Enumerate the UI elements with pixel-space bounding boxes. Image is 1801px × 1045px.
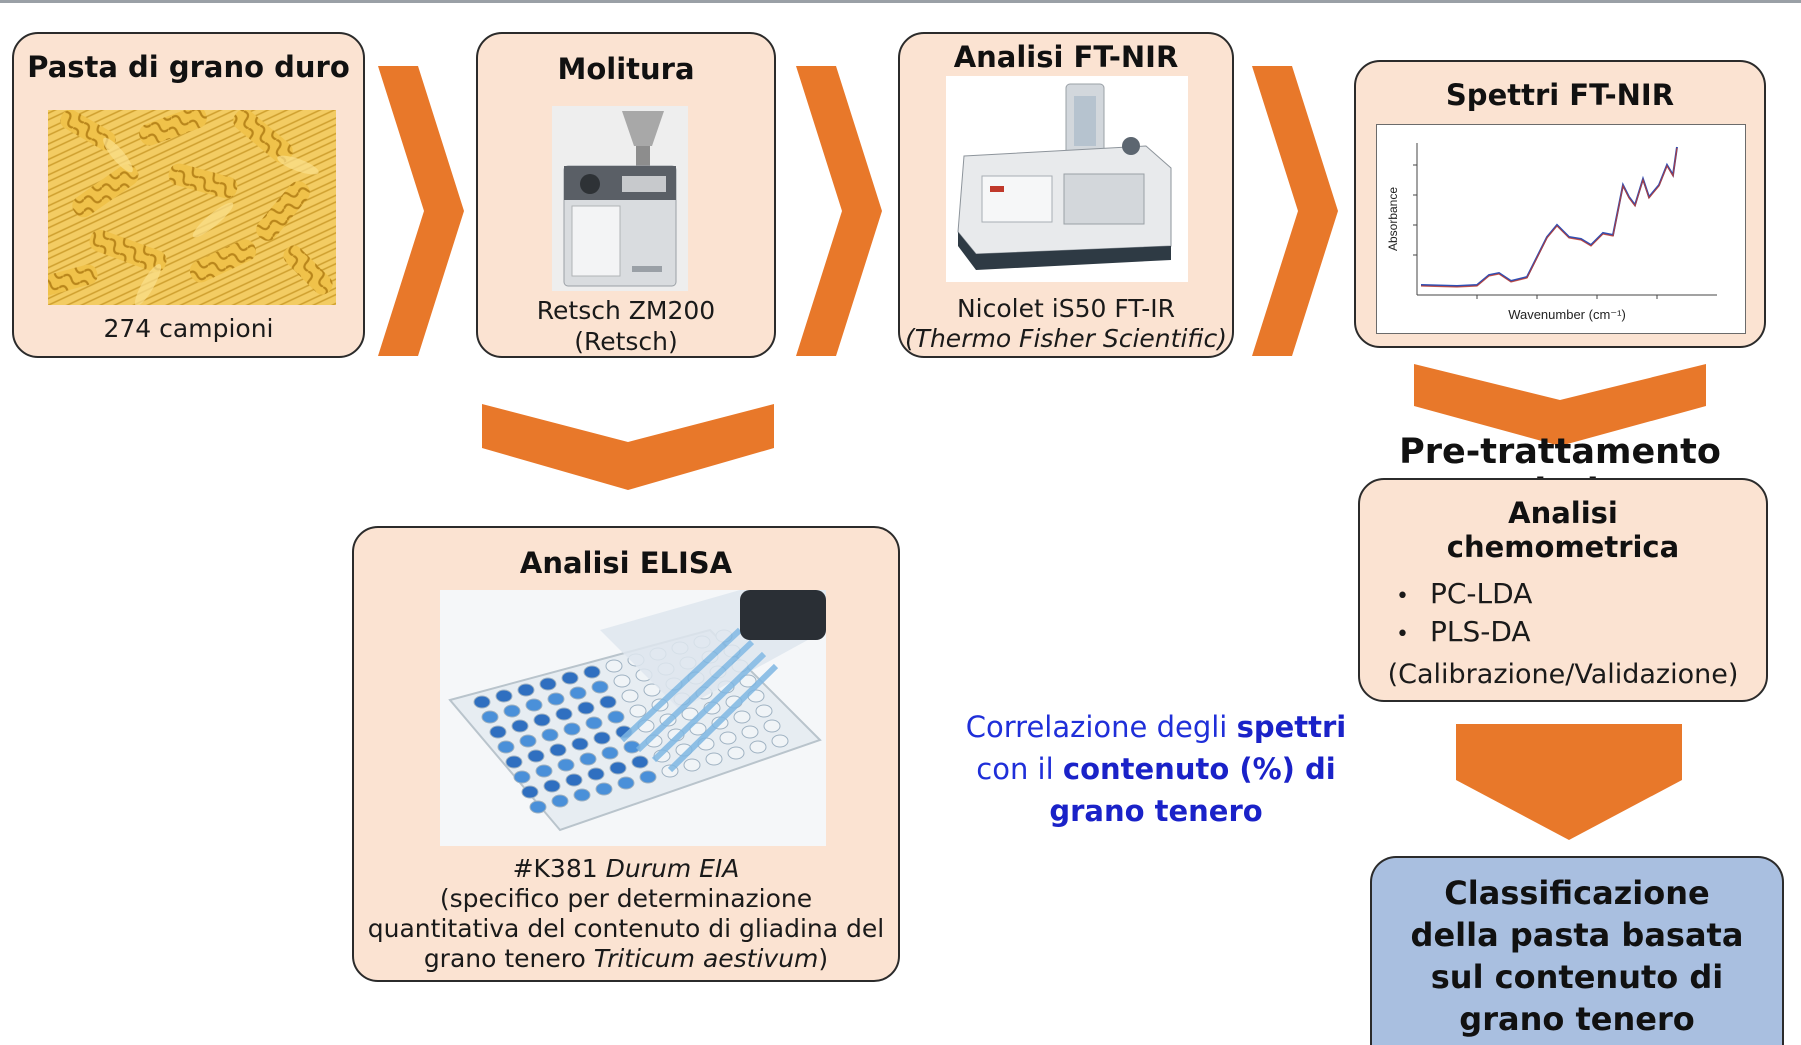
- elisa-title: Analisi ELISA: [519, 546, 733, 580]
- classification-line1: Classificazione: [1444, 874, 1710, 912]
- correlation-line3: grano tenero: [1049, 794, 1263, 828]
- correlation-text: Correlazione degli spettri con il conten…: [956, 706, 1356, 832]
- ftnir-caption-line2: (Thermo Fisher Scientific): [904, 324, 1228, 353]
- classification-line2: della pasta basata: [1410, 916, 1744, 954]
- down-arrow-spettri: [1414, 364, 1706, 446]
- chemometric-note: (Calibrazione/Validazione): [1387, 659, 1739, 690]
- elisa-species: Triticum aestivum: [593, 944, 819, 973]
- elisa-close-paren: ): [818, 944, 829, 973]
- flow-arrow-1: [378, 66, 464, 356]
- chemometric-title-line2: chemometrica: [1446, 530, 1680, 564]
- pasta-title: Pasta di grano duro: [27, 50, 350, 84]
- molitura-title: Molitura: [557, 52, 695, 86]
- down-arrow-chemometric: [1456, 724, 1682, 840]
- spectrum-xlabel: Wavenumber (cm⁻¹): [1508, 307, 1626, 322]
- spettri-box: Spettri FT-NIR Absorbance Wavenumber (cm…: [1354, 60, 1766, 348]
- elisa-plate-image: [440, 590, 826, 846]
- correlation-content: contenuto (%) di: [1062, 752, 1336, 786]
- molitura-caption-line2: (Retsch): [574, 327, 678, 356]
- elisa-desc-line1: (specifico per determinazione: [439, 884, 813, 913]
- flow-arrow-2: [796, 66, 882, 356]
- top-border-line: [0, 0, 1801, 3]
- chemometric-title-line1: Analisi: [1508, 496, 1618, 530]
- molitura-box: Molitura Retsch ZM200 (Retsch): [476, 32, 776, 358]
- correlation-line1: Correlazione degli spettri: [965, 710, 1347, 744]
- classification-line3: sul contenuto di: [1430, 958, 1724, 996]
- mill-image: [552, 106, 688, 291]
- pasta-box: Pasta di grano duro: [12, 32, 365, 358]
- ftnir-caption-line1: Nicolet iS50 FT-IR: [956, 294, 1176, 323]
- classification-box: Classificazione della pasta basata sul c…: [1370, 856, 1784, 1045]
- molitura-caption-line1: Retsch ZM200: [536, 296, 716, 325]
- elisa-desc-line3: grano tenero Triticum aestivum): [354, 944, 898, 974]
- pasta-image: [48, 110, 336, 305]
- elisa-desc-line2: quantitativa del contenuto di gliadina d…: [367, 914, 885, 943]
- elisa-desc-text: grano tenero: [423, 944, 594, 973]
- spettri-title: Spettri FT-NIR: [1445, 78, 1675, 112]
- elisa-kit-name: Durum EIA: [605, 854, 740, 883]
- method-item: PLS-DA: [1396, 614, 1532, 652]
- method-item: PC-LDA: [1396, 576, 1532, 614]
- chemometric-box: Analisi chemometrica PC-LDA PLS-DA (Cali…: [1358, 478, 1768, 702]
- elisa-kit-code: #K381: [512, 854, 606, 883]
- chemometric-methods-list: PC-LDA PLS-DA: [1396, 576, 1532, 652]
- spectrum-ylabel: Absorbance: [1386, 187, 1400, 251]
- spectrum-plot: Absorbance Wavenumber (cm⁻¹): [1376, 124, 1746, 334]
- ftnir-title: Analisi FT-NIR: [953, 40, 1179, 74]
- flow-arrow-3: [1252, 66, 1338, 356]
- elisa-kit-line: #K381 Durum EIA: [354, 854, 898, 884]
- elisa-box: Analisi ELISA #K381 Durum EIA (specifico…: [352, 526, 900, 982]
- pasta-caption: 274 campioni: [103, 314, 274, 343]
- correlation-line2: con il contenuto (%) di: [976, 752, 1336, 786]
- classification-line4: grano tenero: [1459, 1000, 1695, 1038]
- down-arrow-molitura: [482, 404, 774, 490]
- ftnir-box: Analisi FT-NIR Nicolet iS50 FT-IR (Therm…: [898, 32, 1234, 358]
- spectrometer-image: [946, 76, 1188, 282]
- correlation-spettri: spettri: [1236, 710, 1347, 744]
